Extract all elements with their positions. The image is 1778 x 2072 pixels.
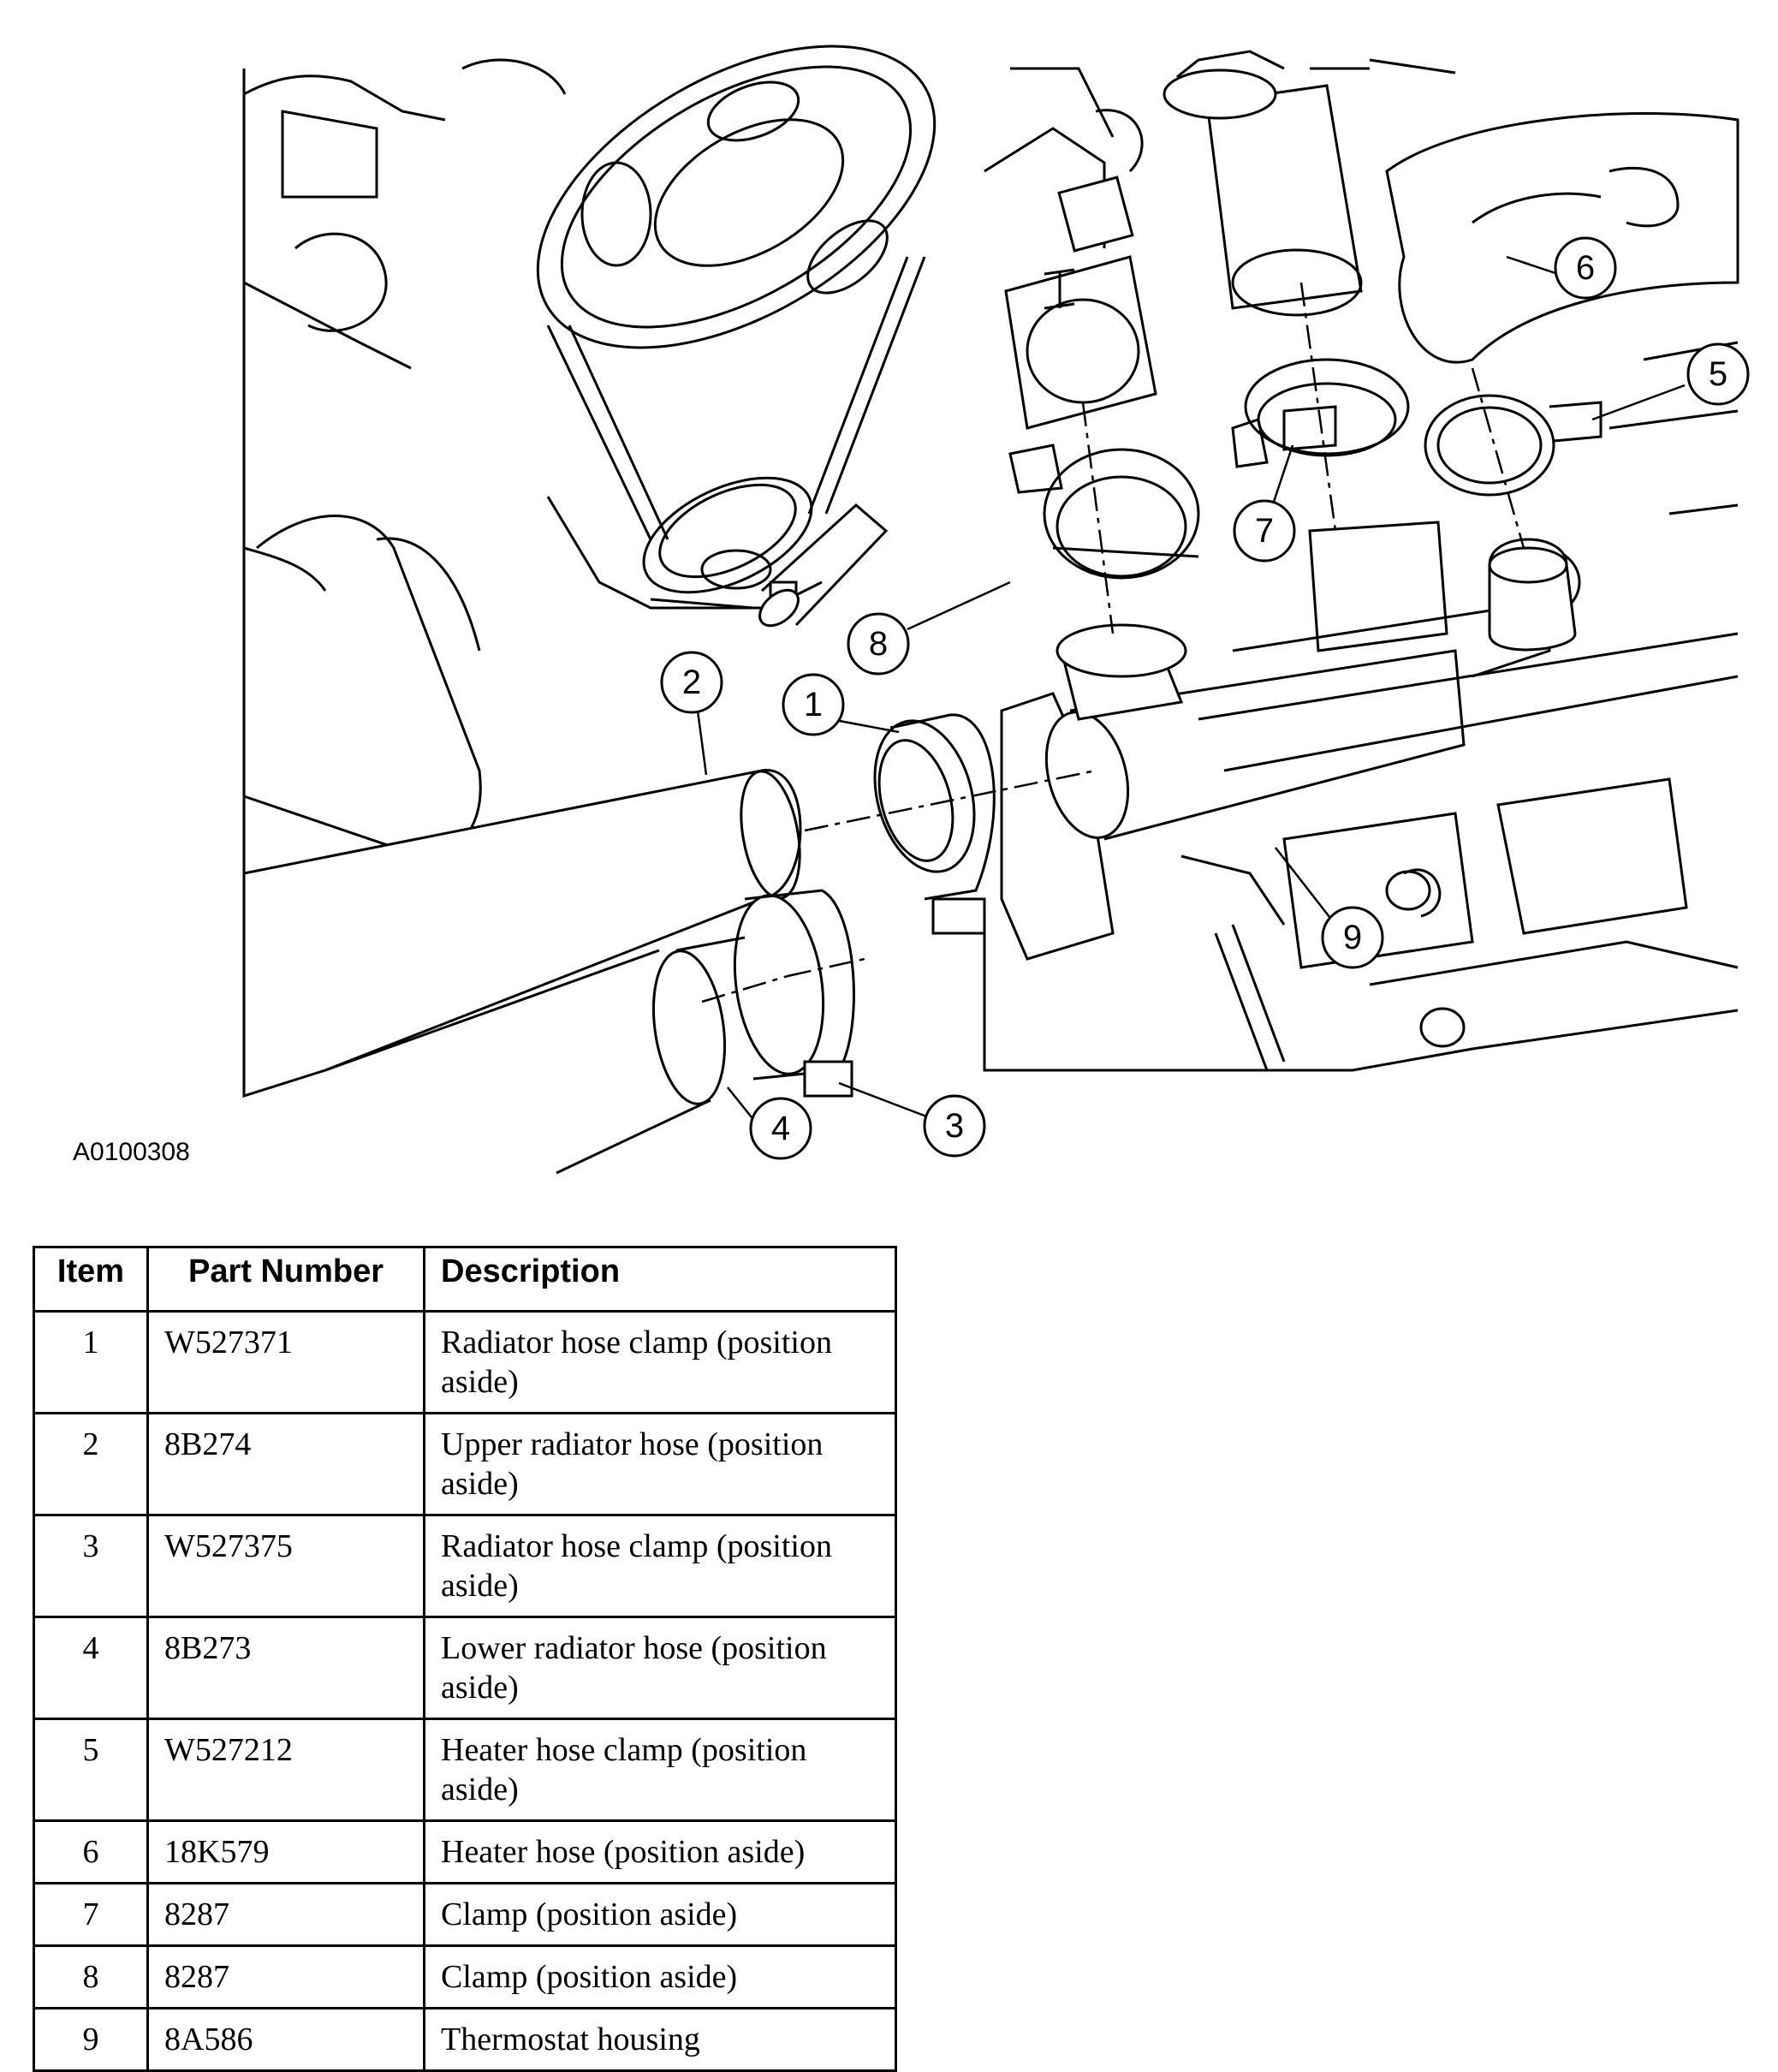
- header-description: Description: [423, 1246, 897, 1313]
- cell-description: Clamp (position aside): [423, 1944, 897, 2009]
- cell-part-number: W527375: [146, 1514, 425, 1618]
- cell-description: Upper radiator hose (position aside): [423, 1412, 897, 1516]
- table-row: 8 8287 Clamp (position aside): [33, 1944, 897, 2009]
- svg-text:5: 5: [1709, 355, 1727, 393]
- svg-text:8: 8: [869, 625, 888, 663]
- cell-description: Thermostat housing: [423, 2007, 897, 2072]
- cell-part-number: 8B273: [146, 1616, 425, 1720]
- table-header-row: Item Part Number Description: [33, 1246, 897, 1313]
- cell-part-number: 8287: [146, 1944, 425, 2009]
- figure-id-label: A0100308: [73, 1138, 190, 1166]
- table-row: 1 W527371 Radiator hose clamp (position …: [33, 1310, 897, 1414]
- table-row: 7 8287 Clamp (position aside): [33, 1882, 897, 1947]
- housing-cover: [256, 515, 482, 854]
- radiator-hose-clamp-1: [873, 713, 996, 935]
- callout-5: 5: [1686, 342, 1750, 406]
- cell-part-number: 8B274: [146, 1412, 425, 1516]
- callout-6: 6: [1554, 236, 1617, 300]
- header-item: Item: [33, 1246, 149, 1313]
- cell-item: 5: [33, 1718, 149, 1822]
- table-row: 6 18K579 Heater hose (position aside): [33, 1819, 897, 1884]
- table-row: 9 8A586 Thermostat housing: [33, 2007, 897, 2072]
- svg-text:3: 3: [945, 1107, 964, 1145]
- cell-description: Clamp (position aside): [423, 1882, 897, 1947]
- cell-part-number: 8287: [146, 1882, 425, 1947]
- cell-description: Radiator hose clamp (position aside): [423, 1514, 897, 1618]
- callout-3: 3: [923, 1094, 986, 1158]
- heater-outlet-pipe: [1488, 538, 1577, 652]
- table-row: 4 8B273 Lower radiator hose (position as…: [33, 1616, 897, 1720]
- parts-table: Item Part Number Description 1 W527371 R…: [33, 1246, 897, 2072]
- header-part-number: Part Number: [146, 1246, 425, 1313]
- pump-outlet-tube: [758, 503, 889, 628]
- exploded-view-illustration: 1 2 3 4 5 6 7 8 9: [242, 45, 1750, 1175]
- heater-hose: [1385, 112, 1739, 364]
- callout-9: 9: [1321, 906, 1384, 969]
- table-row: 5 W527212 Heater hose clamp (position as…: [33, 1718, 897, 1822]
- cell-item: 6: [33, 1819, 149, 1884]
- svg-text:4: 4: [771, 1110, 790, 1147]
- callout-4: 4: [749, 1097, 812, 1160]
- cell-item: 1: [33, 1310, 149, 1414]
- table-row: 2 8B274 Upper radiator hose (position as…: [33, 1412, 897, 1516]
- callout-8: 8: [847, 612, 910, 676]
- radiator-hose-clamp-3: [733, 889, 855, 1098]
- svg-text:2: 2: [682, 664, 701, 701]
- cell-part-number: W527212: [146, 1718, 425, 1822]
- lower-radiator-hose: [324, 936, 746, 1175]
- thermostat-neck: [1056, 623, 1187, 678]
- heater-tube-upper: [1163, 50, 1363, 317]
- cell-description: Lower radiator hose (position aside): [423, 1616, 897, 1720]
- svg-text:6: 6: [1576, 249, 1595, 287]
- svg-text:1: 1: [804, 686, 823, 723]
- svg-text:9: 9: [1343, 919, 1362, 956]
- cell-item: 3: [33, 1514, 149, 1618]
- cell-part-number: 18K579: [146, 1819, 425, 1884]
- cell-item: 4: [33, 1616, 149, 1720]
- alignment-lines: [701, 282, 1525, 1003]
- cell-part-number: W527371: [146, 1310, 425, 1414]
- heater-hose-clamp-5: [1424, 394, 1603, 497]
- cell-description: Heater hose clamp (position aside): [423, 1718, 897, 1822]
- svg-text:7: 7: [1255, 512, 1274, 550]
- cell-description: Radiator hose clamp (position aside): [423, 1310, 897, 1414]
- callout-leaders: [696, 255, 1686, 1119]
- callout-7: 7: [1233, 499, 1296, 563]
- sensor-connector: [984, 109, 1144, 253]
- callout-1: 1: [782, 673, 845, 736]
- cell-item: 8: [33, 1944, 149, 2009]
- intake-manifold: [983, 341, 1739, 1072]
- bypass-hose-tube: [1004, 255, 1157, 430]
- cell-description: Heater hose (position aside): [423, 1819, 897, 1884]
- callout-2: 2: [660, 651, 723, 714]
- water-pump-pulley: [536, 45, 937, 610]
- clamp-7: [1231, 358, 1410, 468]
- cell-item: 7: [33, 1882, 149, 1947]
- table-row: 3 W527375 Radiator hose clamp (position …: [33, 1514, 897, 1618]
- cell-item: 2: [33, 1412, 149, 1516]
- cell-part-number: 8A586: [146, 2007, 425, 2072]
- cell-item: 9: [33, 2007, 149, 2072]
- clamp-8: [1008, 444, 1200, 580]
